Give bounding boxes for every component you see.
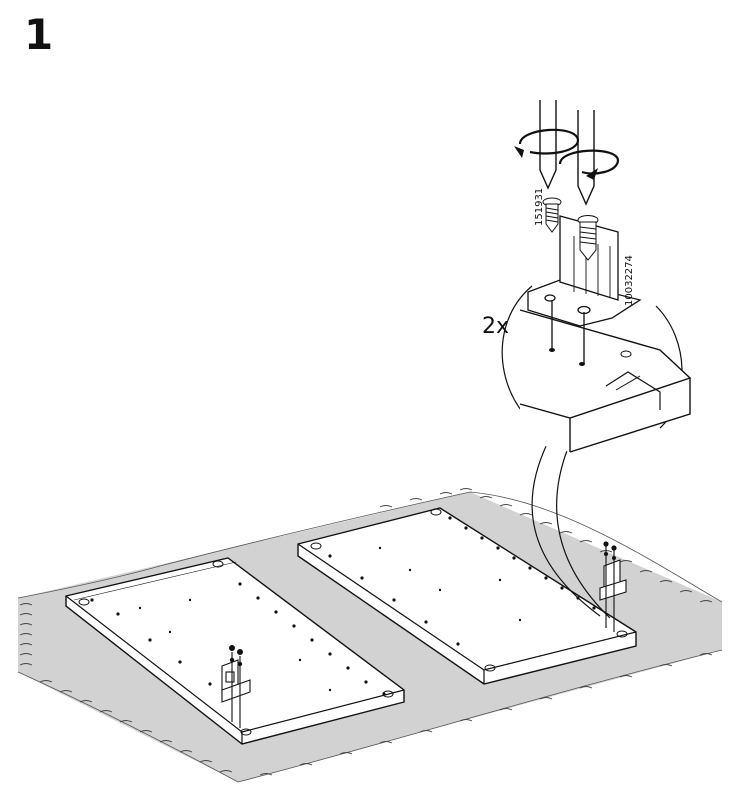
screw-icon-detail bbox=[542, 197, 599, 261]
side-panel-left bbox=[65, 557, 405, 745]
bracket-icon-detail bbox=[527, 215, 642, 364]
screwdriver-icon bbox=[539, 100, 595, 206]
screw-code: 151931 bbox=[534, 188, 545, 226]
side-panel-right bbox=[297, 507, 637, 685]
step-number: 1 bbox=[24, 10, 54, 59]
floor-rug-icon bbox=[17, 488, 723, 783]
bracket-code: 10032274 bbox=[624, 255, 635, 306]
bracket-icon-small bbox=[599, 544, 627, 632]
board-corner bbox=[519, 309, 692, 453]
screw-icon bbox=[229, 645, 243, 667]
quantity-label: 2x bbox=[482, 314, 510, 339]
rotation-arrow-icon bbox=[518, 128, 620, 175]
